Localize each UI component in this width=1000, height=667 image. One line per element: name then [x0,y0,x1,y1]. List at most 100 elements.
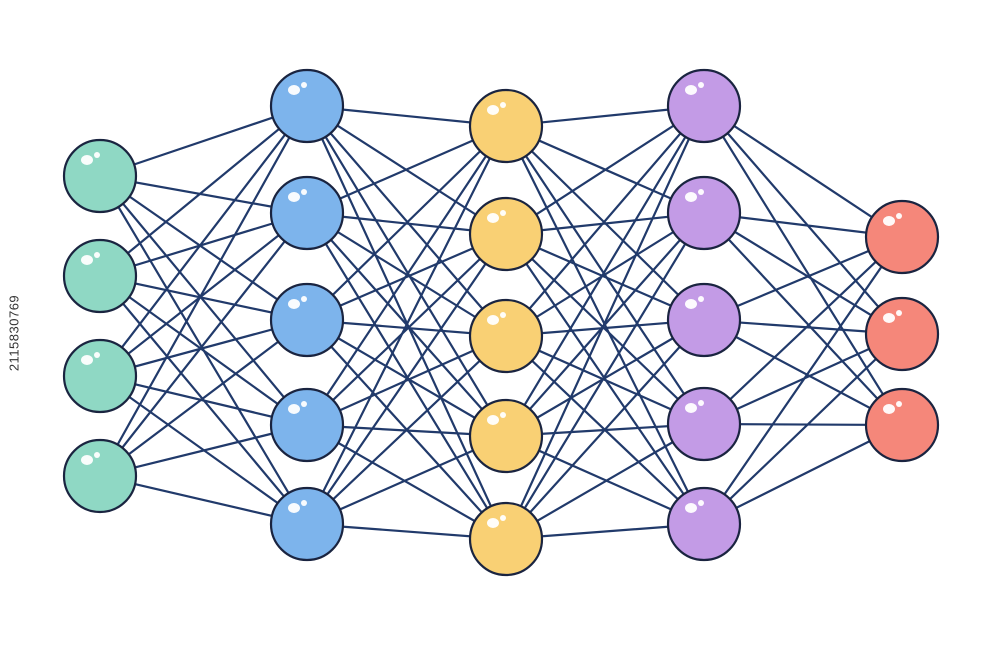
hidden-1-node-4 [269,387,345,463]
node-highlight-small [896,401,902,407]
input-node-2 [62,238,138,314]
node-highlight [883,313,895,323]
input-node-4 [62,438,138,514]
connection-input-4-to-hidden-1-2 [98,211,309,478]
connection-hidden-3-4-to-output-1 [702,235,904,426]
hidden-3-node-1 [666,68,742,144]
connection-hidden-1-4-to-hidden-2-1 [305,124,508,427]
node-highlight [685,299,697,309]
connection-hidden-3-3-to-output-3 [702,318,904,427]
hidden-3-node-circle [666,282,742,358]
connection-input-3-to-hidden-1-1 [98,104,309,378]
output-node-3 [864,387,940,463]
connection-input-1-to-hidden-1-3 [98,174,309,322]
connection-hidden-3-1-to-output-2 [702,104,904,336]
connection-hidden-2-5-to-hidden-3-1 [504,104,706,541]
connection-input-4-to-hidden-1-3 [98,318,309,478]
connection-hidden-3-5-to-output-1 [702,235,904,526]
hidden-3-node-circle [666,386,742,462]
node-highlight [81,155,93,165]
node-highlight [288,404,300,414]
connection-hidden-1-1-to-hidden-2-5 [305,104,508,541]
connection-hidden-1-5-to-hidden-2-3 [305,334,508,526]
connection-hidden-1-5-to-hidden-2-2 [305,232,508,526]
input-node-1 [62,138,138,214]
hidden-2-node-5 [468,501,544,577]
hidden-1-node-circle [269,486,345,562]
node-highlight [685,85,697,95]
node-highlight-small [94,152,100,158]
node-highlight [487,415,499,425]
hidden-3-node-5 [666,486,742,562]
connection-input-4-to-hidden-1-1 [98,104,309,478]
connection-hidden-1-4-to-hidden-2-2 [305,232,508,427]
node-highlight-small [500,210,506,216]
hidden-3-node-circle [666,486,742,562]
connection-hidden-1-1-to-hidden-2-3 [305,104,508,338]
connection-hidden-2-2-to-hidden-3-1 [504,104,706,236]
node-highlight [288,192,300,202]
node-highlight-small [301,500,307,506]
node-highlight-small [500,515,506,521]
hidden-2-node-4 [468,398,544,474]
node-highlight [288,85,300,95]
connection-input-1-to-hidden-1-4 [98,174,309,427]
hidden-1-node-5 [269,486,345,562]
connection-hidden-3-5-to-output-2 [702,332,904,526]
output-node-1 [864,199,940,275]
connection-hidden-1-5-to-hidden-2-1 [305,124,508,526]
hidden-3-node-2 [666,175,742,251]
node-highlight-small [94,352,100,358]
node-highlight-small [500,102,506,108]
hidden-2-node-circle [468,398,544,474]
node-highlight [81,255,93,265]
node-highlight-small [301,82,307,88]
node-highlight [685,403,697,413]
hidden-2-node-circle [468,196,544,272]
input-node-circle [62,438,138,514]
nodes-group [62,68,940,577]
node-highlight-small [94,452,100,458]
node-highlight [487,105,499,115]
node-highlight-small [698,82,704,88]
node-highlight [81,355,93,365]
node-highlight [487,518,499,528]
hidden-1-node-circle [269,68,345,144]
hidden-2-node-2 [468,196,544,272]
input-node-circle [62,138,138,214]
connection-hidden-3-1-to-output-3 [702,104,904,427]
stock-image-id: 211583076​9 [6,294,22,372]
hidden-3-node-circle [666,175,742,251]
node-highlight-small [94,252,100,258]
hidden-1-node-2 [269,175,345,251]
connection-hidden-2-5-to-hidden-3-2 [504,211,706,541]
connection-hidden-1-3-to-hidden-2-1 [305,124,508,322]
hidden-1-node-circle [269,282,345,358]
node-highlight-small [301,189,307,195]
node-highlight-small [698,400,704,406]
hidden-2-node-1 [468,88,544,164]
connection-input-3-to-hidden-1-2 [98,211,309,378]
node-highlight [288,503,300,513]
hidden-1-node-1 [269,68,345,144]
node-highlight [883,216,895,226]
node-highlight [487,213,499,223]
output-node-2 [864,296,940,372]
connection-hidden-3-1-to-output-1 [702,104,904,239]
connection-hidden-3-2-to-output-3 [702,211,904,427]
node-highlight [487,315,499,325]
output-node-circle [864,296,940,372]
hidden-2-node-circle [468,298,544,374]
hidden-1-node-circle [269,175,345,251]
node-highlight [288,299,300,309]
connection-hidden-1-2-to-hidden-2-5 [305,211,508,541]
node-highlight-small [500,412,506,418]
connection-hidden-2-5-to-hidden-3-4 [504,422,706,541]
hidden-3-node-circle [666,68,742,144]
hidden-1-node-3 [269,282,345,358]
node-highlight [883,404,895,414]
input-node-circle [62,238,138,314]
output-node-circle [864,387,940,463]
connection-hidden-2-3-to-hidden-3-2 [504,211,706,338]
